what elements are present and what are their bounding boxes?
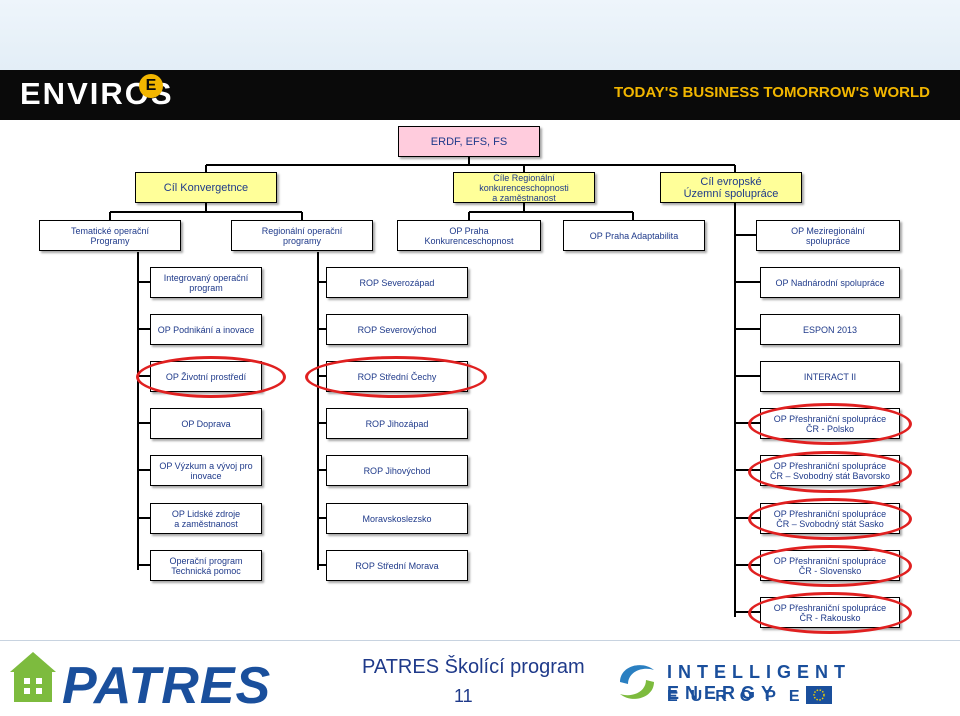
intelligent-energy-logo: INTELLIGENT ENERGY <box>667 662 851 703</box>
op-interregional-box: OP Meziregionální spolupráce <box>756 220 900 251</box>
highlight-ring <box>305 356 487 398</box>
op-praha-competitiveness-box: OP Praha Konkurenceschopnost <box>397 220 541 251</box>
highlight-ring <box>748 592 912 634</box>
territorial-item: OP Nadnárodní spolupráce <box>760 267 900 298</box>
thematic-programs-box: Tematické operační Programy <box>39 220 181 251</box>
highlight-ring <box>748 451 912 493</box>
thematic-item: OP Lidské zdroje a zaměstnanost <box>150 503 262 534</box>
thematic-item: OP Výzkum a vývoj pro inovace <box>150 455 262 486</box>
regional-item: ROP Severozápad <box>326 267 468 298</box>
thematic-item: OP Podnikání a inovace <box>150 314 262 345</box>
patres-logo: PATRES <box>62 657 272 715</box>
footer-divider <box>0 640 960 641</box>
highlight-ring <box>748 498 912 540</box>
regional-item: ROP Střední Morava <box>326 550 468 581</box>
goal-convergence-box: Cíl Konvergetnce <box>135 172 277 203</box>
highlight-ring <box>136 356 286 398</box>
goal-competitiveness-box: Cíle Regionální konkurenceschopnosti a z… <box>453 172 595 203</box>
footer-title: PATRES Školící program <box>362 656 585 678</box>
thematic-item: Operační program Technická pomoc <box>150 550 262 581</box>
goal-territorial-box: Cíl evropské Územní spolupráce <box>660 172 802 203</box>
header-tagline: TODAY'S BUSINESS TOMORROW'S WORLD <box>613 84 930 101</box>
europe-logo-text: EUROPE <box>667 688 813 705</box>
regional-item: ROP Jihozápad <box>326 408 468 439</box>
enviros-logo-badge: E <box>139 74 163 98</box>
top-band <box>0 0 960 70</box>
intelligent-energy-swirl-icon <box>620 665 654 699</box>
highlight-ring <box>748 545 912 587</box>
territorial-item: INTERACT II <box>760 361 900 392</box>
territorial-item: ESPON 2013 <box>760 314 900 345</box>
page-number: 11 <box>454 686 473 706</box>
thematic-item: OP Doprava <box>150 408 262 439</box>
patres-house-icon <box>10 652 56 702</box>
highlight-ring <box>748 403 912 445</box>
op-praha-adaptability-box: OP Praha Adaptabilita <box>563 220 705 251</box>
eu-flag-icon <box>806 686 832 704</box>
regional-item: ROP Jihovýchod <box>326 455 468 486</box>
root-funds-box: ERDF, EFS, FS <box>398 126 540 157</box>
regional-programs-box: Regionální operační programy <box>231 220 373 251</box>
regional-item: ROP Severovýchod <box>326 314 468 345</box>
regional-item: Moravskoslezsko <box>326 503 468 534</box>
thematic-item: Integrovaný operační program <box>150 267 262 298</box>
